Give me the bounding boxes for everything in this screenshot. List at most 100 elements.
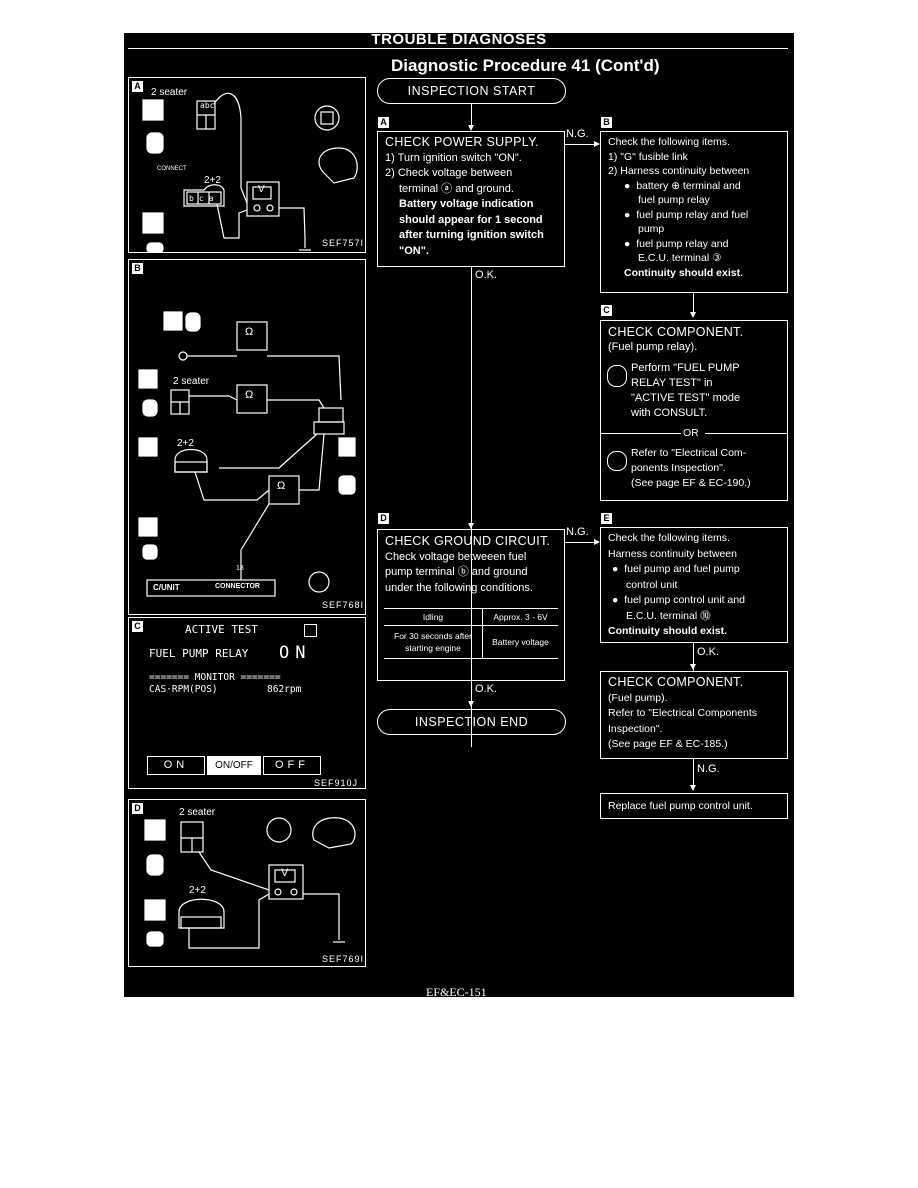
step-e-bullet-1b: control unit [626,578,678,591]
figure-a-terms-bottom: bca [189,194,219,203]
step-b-bullet-3b: E.C.U. terminal ③ [638,252,722,264]
step-a-ng-label: N.G. [566,128,589,140]
step-g-text: Replace fuel pump control unit. [608,800,753,812]
figure-b-diagram [138,311,356,597]
table-cell: Battery voltage [482,625,558,659]
figure-a-label-2plus2: 2+2 [204,175,221,186]
step-a-line-1: 1) Turn ignition switch "ON". [385,151,522,164]
step-f-line-3: Inspection". [608,722,663,735]
step-b-bullet-1b: fuel pump relay [638,194,710,206]
step-d-tag: D [378,513,389,524]
figure-b-meter-2: Ω [245,389,254,401]
step-e-box: Check the following items. Harness conti… [600,527,788,643]
step-b-result: Continuity should exist. [624,266,744,279]
figure-b-panel: B 2 seater 2+2 [128,259,366,615]
step-c-tag: C [601,305,612,316]
step-c-consult: Perform "FUEL PUMP RELAY TEST" in "ACTIV… [631,362,741,419]
screen-monitor: ======= MONITOR ======= [149,672,281,683]
step-e-bullet-2b: E.C.U. terminal ⓾ [626,609,711,622]
step-e-intro-2: Harness continuity between [608,547,737,560]
arrow-down-icon [690,312,696,318]
step-e-tag: E [601,513,612,524]
figure-b-meter-3: Ω [277,480,286,492]
figure-d-panel: D 2 seater 2+2 [128,799,366,967]
table-cell: Idling [384,608,483,626]
table-row: For 30 seconds after starting engine Bat… [384,625,558,659]
figure-b-label-2seater: 2 seater [173,376,210,387]
step-d-ng-label: N.G. [566,526,589,538]
step-a-line-3: terminal ⓐ and ground. [399,182,514,195]
table-cell: For 30 seconds after starting engine [384,625,483,659]
step-a-box: CHECK POWER SUPPLY. 1) Turn ignition swi… [377,131,565,267]
figure-d-meter-label: V [281,867,289,879]
figure-a-panel: A 2 seater 2+2 [128,77,366,253]
connector-line [565,542,595,543]
no-tool-icon [607,451,627,471]
table-cell: Approx. 3 - 6V [482,608,558,626]
inspection-start: INSPECTION START [377,78,566,104]
connector-line [693,293,694,313]
step-b-bullet-1: ● battery ⊕ terminal and [624,179,741,192]
screen-title: ACTIVE TEST [185,623,258,636]
step-f-line-2: Refer to "Electrical Components [608,707,758,719]
screen-state: ON [279,643,312,663]
consult-icon [607,365,627,387]
step-a-bold-4: "ON". [399,244,429,257]
step-f-line-1: (Fuel pump). [608,691,668,704]
step-c-title: CHECK COMPONENT. [608,325,744,339]
page-subtitle: Diagnostic Procedure 41 (Cont'd) [391,56,660,75]
step-f-line-4: (See page EF & EC-185.) [608,738,728,750]
step-b-box: Check the following items. 1) "G" fusibl… [600,131,788,293]
step-d-ok-label: O.K. [475,683,498,695]
arrow-down-icon [468,701,474,707]
step-a-bold-1: Battery voltage indication [399,198,534,210]
screen-sensor: CAS·RPM(POS) [149,684,218,695]
manual-page: TROUBLE DIAGNOSES Diagnostic Procedure 4… [124,33,794,997]
step-b-bullet-3: ● fuel pump relay and [624,237,729,250]
figure-b-conn: CONNECTOR [215,583,260,590]
step-e-intro-1: Check the following items. [608,532,730,544]
step-d-line-2: pump terminal ⓑ and ground [385,566,528,578]
screen-button-onoff[interactable]: ON/OFF [207,756,261,775]
figure-d-diagram [144,817,356,949]
step-d-title: CHECK GROUND CIRCUIT. [385,534,551,548]
figure-a-meter-label: V [258,184,265,195]
step-b-intro-1: Check the following items. [608,136,730,148]
page-footer: EF&EC-151 [426,985,487,997]
step-b-tag: B [601,117,612,128]
figure-c-code: SEF910J [314,778,359,788]
step-a-ok-label: O.K. [475,269,498,281]
step-f-ng-label: N.G. [697,763,720,775]
figure-a-label-2seater: 2 seater [151,87,188,98]
step-c-sub: (Fuel pump relay). [608,341,698,353]
screen-button-off[interactable]: OFF [263,756,321,775]
figure-a-tag: A [132,81,143,92]
step-a-tag: A [378,117,389,128]
step-a-bold-3: after turning ignition switch [399,229,544,241]
step-c-box: CHECK COMPONENT. (Fuel pump relay). Perf… [600,320,788,501]
screen-button-on[interactable]: ON [147,756,205,775]
figure-d-tag: D [132,803,143,814]
or-divider-right [705,433,787,434]
arrow-down-icon [468,523,474,529]
figure-b-tag: B [132,263,143,274]
step-b-bullet-2: ● fuel pump relay and fuel [624,208,749,221]
connector-line [471,267,472,747]
screen-box-icon [304,624,317,637]
step-f-title: CHECK COMPONENT. [608,675,744,689]
figure-b-ecu: C/UNIT [153,583,180,592]
arrow-right-icon [594,141,600,147]
step-a-line-2: 2) Check voltage between [385,167,513,179]
figure-a-terms-top: abc [200,101,215,110]
step-a-bold-2: should appear for 1 second [399,213,543,226]
arrow-down-icon [690,664,696,670]
step-c-alt: Refer to "Electrical Com- ponents Inspec… [631,447,751,489]
step-b-intro-3: 2) Harness continuity between [608,165,750,177]
or-divider-left [601,433,681,434]
screen-item: FUEL PUMP RELAY [149,647,249,660]
inspection-end: INSPECTION END [377,709,566,735]
connector-line [565,144,595,145]
step-d-line-1: Check voltage betweeen fuel [385,550,527,563]
figure-d-code: SEF769I [322,954,365,964]
table-row: Idling Approx. 3 - 6V [384,608,558,626]
